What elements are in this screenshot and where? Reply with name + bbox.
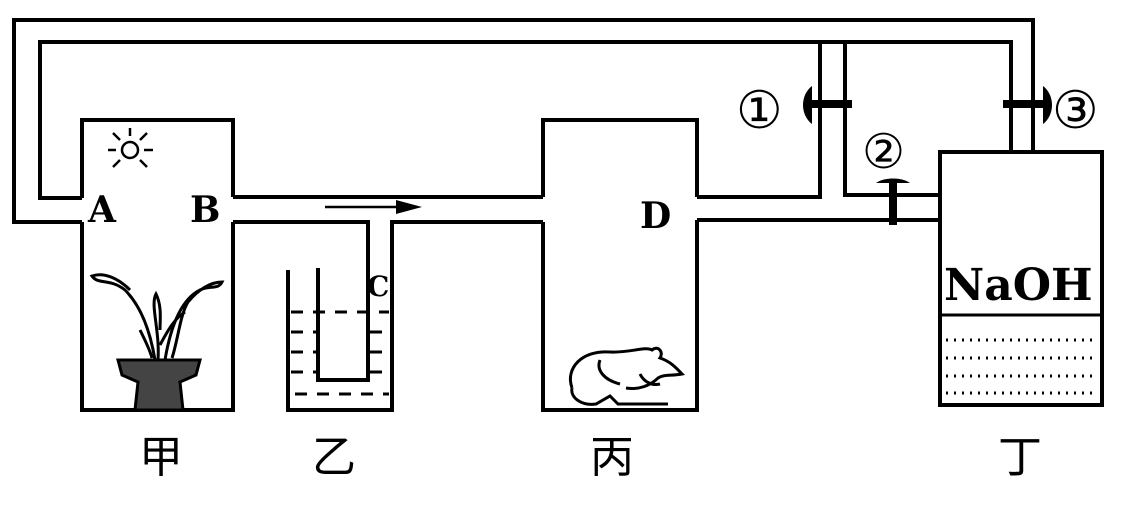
lower-tube-right — [390, 220, 543, 310]
outer-tube-outer-wall — [12, 18, 1035, 224]
inner-tube-inner-wall — [843, 40, 940, 197]
potted-plant-icon — [89, 273, 225, 412]
inner-tube-outer-wall-right — [697, 40, 822, 199]
clamp-valve-icon — [803, 86, 852, 124]
clamp-valve-icon — [1003, 86, 1052, 124]
water-yi — [291, 310, 389, 396]
label-naoh: NaOH — [944, 260, 1093, 311]
label-yi: 乙 — [312, 432, 356, 483]
valve-1-label: ① — [736, 81, 783, 141]
label-bing: 丙 — [590, 432, 634, 483]
valve-3-label: ③ — [1052, 81, 1099, 141]
lower-tube-top — [233, 220, 370, 310]
sun-icon — [108, 128, 153, 168]
label-jia: 甲 — [139, 432, 183, 483]
label-ding: 丁 — [998, 432, 1042, 483]
label-c: C — [367, 270, 389, 303]
outer-tube-inner-wall — [38, 40, 1013, 200]
mouse-icon — [569, 346, 686, 406]
naoh-solution — [946, 338, 1098, 395]
label-a: A — [87, 189, 117, 231]
arrow-right-icon — [325, 200, 422, 214]
u-tube-yi — [316, 268, 370, 382]
label-b: B — [190, 189, 220, 231]
label-d: D — [640, 195, 671, 237]
chamber-bing — [541, 118, 699, 412]
bottle-ding — [938, 150, 1104, 407]
clamp-valve-icon — [876, 178, 910, 225]
valve-2-label: ② — [862, 124, 905, 180]
beaker-yi — [286, 270, 394, 412]
